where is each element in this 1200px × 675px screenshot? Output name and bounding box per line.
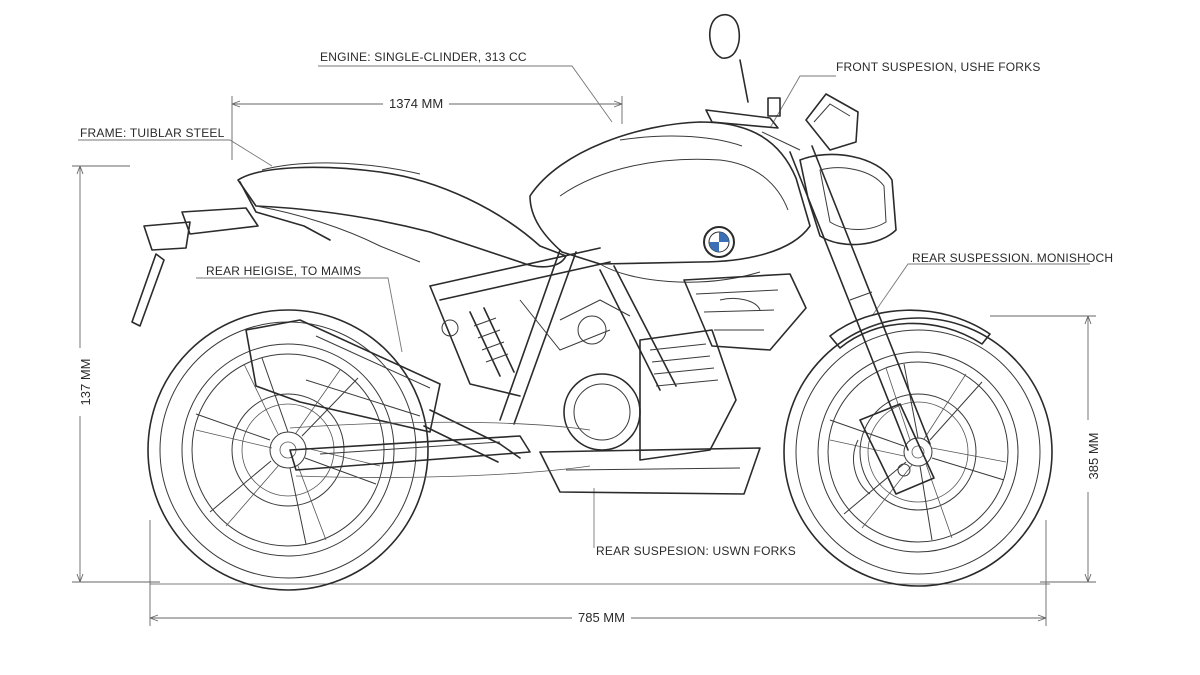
rear-height-label: REAR HEIGISE, TO MAIMS	[206, 264, 362, 278]
length-bottom-dimension: 785 MM	[572, 610, 631, 626]
drive-chain	[289, 421, 591, 478]
front-fork	[789, 145, 935, 495]
rear-suspension	[289, 307, 531, 471]
engine	[539, 299, 761, 495]
height-right-dimension: 385 MM	[1086, 420, 1102, 492]
bmw-roundel-icon	[703, 226, 735, 258]
front-wheel	[783, 309, 1053, 587]
leader-lines	[78, 65, 1090, 548]
dimension-lines	[72, 96, 1096, 626]
length-top-dimension: 1374 MM	[383, 96, 450, 112]
rear-suspension-mono-label: REAR SUSPESSION. MONISHOCH	[912, 251, 1114, 265]
engine-label: ENGINE: SINGLE-CLINDER, 313 CC	[320, 50, 527, 64]
frame	[429, 247, 677, 425]
front-cockpit	[705, 13, 897, 246]
frame-label: FRAME: TUIBLAR STEEL	[80, 126, 225, 140]
height-left-dimension: 137 MM	[78, 348, 94, 416]
side-panel	[683, 273, 807, 351]
rear-suspension-forks-label: REAR SUSPESION: USWN FORKS	[596, 544, 796, 558]
fuel-tank	[529, 121, 811, 283]
front-suspension-label: FRONT SUSPESION, USHE FORKS	[836, 60, 1041, 74]
seat-and-tail	[131, 162, 567, 327]
exhaust	[245, 319, 521, 463]
